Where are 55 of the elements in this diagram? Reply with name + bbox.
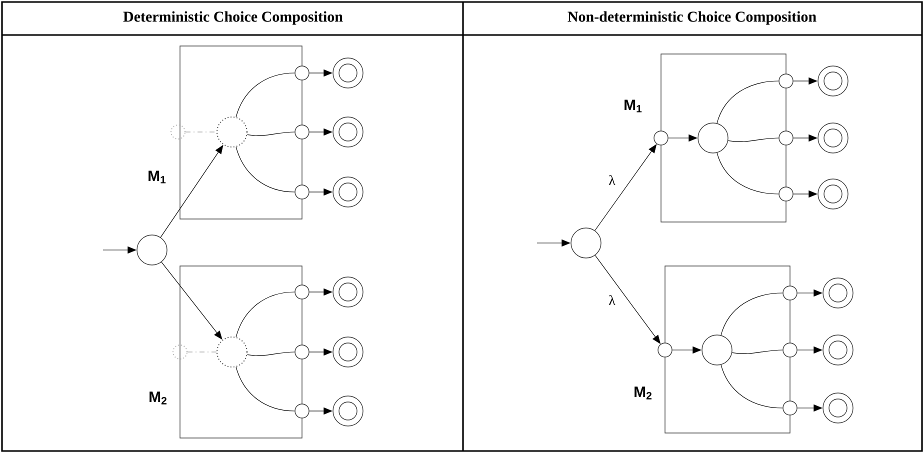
state-circle [294,344,310,360]
state-circle [136,234,168,266]
transition-line [728,138,779,142]
transition-line [720,292,783,336]
transition-line [236,146,295,192]
transition-line [236,72,295,118]
dotted-state-circle [216,336,248,368]
edge-label: λ [608,294,616,306]
transition-line [716,80,779,124]
faint-state-circle [170,124,186,140]
table-header: Deterministic Choice Composition [123,11,343,25]
final-state-circle [818,66,848,96]
arrow [594,144,657,231]
state-circle [778,74,794,88]
transition-line [732,350,783,354]
state-circle [782,286,798,300]
transition-line [720,364,783,408]
state-circle [778,130,794,146]
final-state-circle [332,116,364,148]
transition-line [246,352,295,356]
box-label: M$_{1}$ [148,170,166,184]
state-circle [294,66,310,80]
state-circle [782,400,798,416]
table-header: Non-deterministic Choice Composition [568,11,816,25]
edge-label: λ [608,174,616,186]
final-state-circle [818,122,848,154]
final-state-circle [818,178,848,210]
state-circle [294,284,310,300]
transition-line [236,292,295,338]
final-state-circle [332,336,364,368]
state-circle [294,124,310,140]
faint-state-circle [172,344,188,360]
final-state-circle [822,392,854,424]
transition-line [246,132,295,136]
state-circle [778,186,794,202]
box-label: M$_{2}$ [150,392,166,404]
state-circle [702,334,732,366]
final-state-circle [822,334,854,366]
state-circle [658,342,672,358]
dotted-state-circle [216,116,248,148]
final-state-circle [822,278,854,308]
state-circle [294,404,310,418]
state-circle [294,184,310,200]
state-circle [570,228,602,258]
final-state-circle [332,276,364,308]
state-circle [782,342,798,358]
final-state-circle [332,396,364,426]
transition-line [716,152,779,194]
state-circle [698,122,728,154]
transition-line [236,366,295,412]
box-label: M$_{2}$ [634,386,652,400]
state-circle [654,130,668,146]
final-state-circle [332,58,364,88]
final-state-circle [332,176,364,208]
box-label: M$_{1}$ [624,100,642,112]
